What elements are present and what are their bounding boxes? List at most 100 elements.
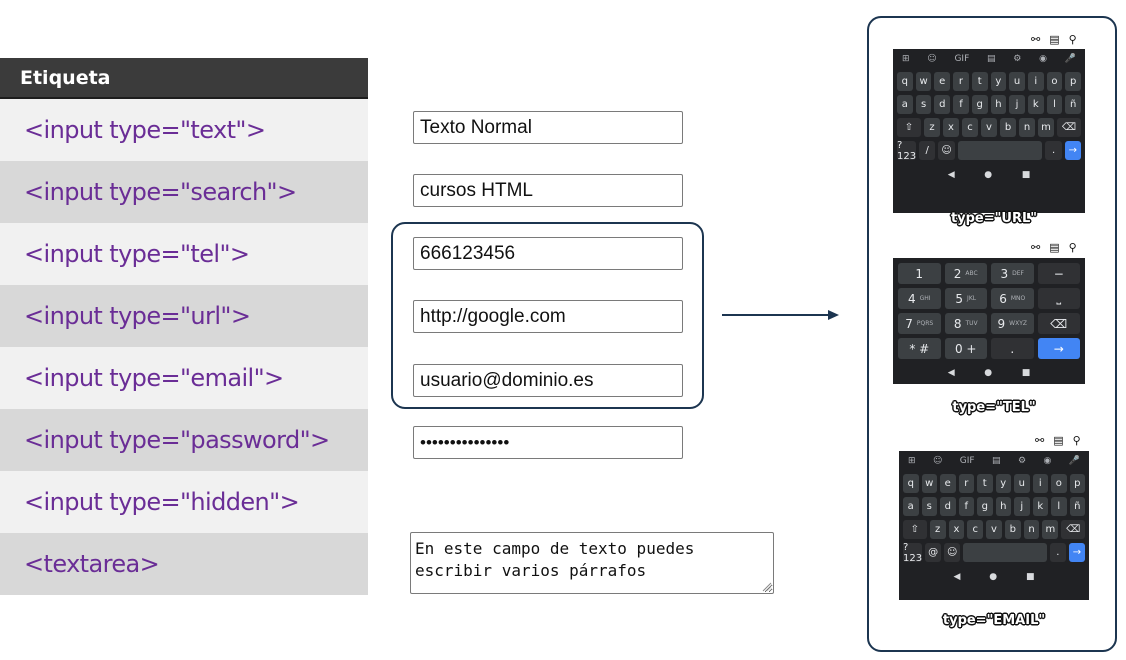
resize-handle-icon[interactable] <box>762 582 772 592</box>
key-s[interactable]: s <box>915 95 932 114</box>
key-r[interactable]: r <box>958 474 974 493</box>
key-o[interactable]: o <box>1051 474 1067 493</box>
key-ñ[interactable]: ñ <box>1065 95 1082 114</box>
key-c[interactable]: c <box>962 118 978 137</box>
key-.[interactable]: . <box>1049 543 1066 562</box>
key-?123[interactable]: ?123 <box>897 139 917 162</box>
keypad-key[interactable]: 1 <box>898 263 941 284</box>
key-?123[interactable]: ?123 <box>903 541 923 564</box>
key-m[interactable]: m <box>1042 520 1059 539</box>
key-j[interactable]: j <box>1009 95 1025 114</box>
key-j[interactable]: j <box>1014 497 1030 516</box>
text-input[interactable]: Texto Normal <box>413 111 683 144</box>
key-.[interactable]: . <box>1045 141 1062 160</box>
palette-icon[interactable]: ◉ <box>1039 53 1047 64</box>
key-k[interactable]: k <box>1027 95 1044 114</box>
gear-icon[interactable]: ⚙ <box>1017 455 1027 466</box>
key-n[interactable]: n <box>1019 118 1035 137</box>
key-a[interactable]: a <box>903 497 919 516</box>
key-y[interactable]: y <box>990 72 1007 91</box>
home-icon[interactable]: ● <box>984 368 993 378</box>
key-c[interactable]: c <box>967 520 984 539</box>
key-p[interactable]: p <box>1069 474 1085 493</box>
grid-icon[interactable]: ⊞ <box>908 455 916 466</box>
key-q[interactable]: q <box>903 474 919 493</box>
shift-key[interactable]: ⇧ <box>897 118 921 137</box>
key-l[interactable]: l <box>1046 95 1063 114</box>
key-z[interactable]: z <box>924 118 940 137</box>
home-icon[interactable]: ● <box>984 170 993 180</box>
key-q[interactable]: q <box>897 72 913 91</box>
search-input[interactable]: cursos HTML <box>413 174 683 207</box>
key-f[interactable]: f <box>953 95 969 114</box>
tel-input[interactable]: 666123456 <box>413 237 683 270</box>
key-d[interactable]: d <box>940 497 956 516</box>
keypad-key[interactable]: → <box>1037 338 1080 359</box>
key-k[interactable]: k <box>1032 497 1048 516</box>
key-g[interactable]: g <box>971 95 988 114</box>
key-b[interactable]: b <box>1000 118 1016 137</box>
url-input[interactable]: http://google.com <box>413 300 683 333</box>
key-w[interactable]: w <box>921 474 937 493</box>
gif-icon[interactable]: GIF <box>959 455 975 466</box>
key-b[interactable]: b <box>1004 520 1021 539</box>
shift-key[interactable]: ⇧ <box>903 520 927 539</box>
keypad-key[interactable]: ⎵ <box>1037 288 1080 309</box>
key-@[interactable]: @ <box>925 543 942 562</box>
key-z[interactable]: z <box>929 520 946 539</box>
key-x[interactable]: x <box>943 118 959 137</box>
key-p[interactable]: p <box>1065 72 1082 91</box>
key-t[interactable]: t <box>971 72 988 91</box>
palette-icon[interactable]: ◉ <box>1043 455 1052 466</box>
sticker-icon[interactable]: ☺ <box>927 53 937 64</box>
mic-icon[interactable]: 🎤 <box>1068 455 1080 466</box>
home-icon[interactable]: ● <box>989 572 998 582</box>
key-u[interactable]: u <box>1009 72 1025 91</box>
keypad-key[interactable]: − <box>1037 263 1080 284</box>
key-o[interactable]: o <box>1046 72 1063 91</box>
key-ñ[interactable]: ñ <box>1069 497 1085 516</box>
key-r[interactable]: r <box>953 72 969 91</box>
key-y[interactable]: y <box>995 474 1011 493</box>
enter-key[interactable]: → <box>1068 543 1085 562</box>
back-icon[interactable]: ◀ <box>947 170 955 180</box>
clipboard-icon[interactable]: ▤ <box>992 455 1001 466</box>
keypad-key[interactable]: ⌫ <box>1037 313 1080 334</box>
key-i[interactable]: i <box>1032 474 1048 493</box>
gear-icon[interactable]: ⚙ <box>1013 53 1022 64</box>
key-a[interactable]: a <box>897 95 913 114</box>
key-h[interactable]: h <box>990 95 1007 114</box>
back-icon[interactable]: ◀ <box>947 368 955 378</box>
key-e[interactable]: e <box>940 474 956 493</box>
key-☺[interactable]: ☺ <box>944 543 961 562</box>
key-t[interactable]: t <box>977 474 993 493</box>
gif-icon[interactable]: GIF <box>954 53 970 64</box>
enter-key[interactable]: → <box>1064 141 1082 160</box>
key-/[interactable]: / <box>919 141 936 160</box>
keypad-key[interactable]: 0 + <box>944 338 987 359</box>
key-g[interactable]: g <box>977 497 993 516</box>
backspace-key[interactable]: ⌫ <box>1057 118 1081 137</box>
password-input[interactable]: ••••••••••••••• <box>413 426 683 459</box>
clipboard-icon[interactable]: ▤ <box>987 53 996 64</box>
key-d[interactable]: d <box>934 95 951 114</box>
key-m[interactable]: m <box>1038 118 1054 137</box>
key-n[interactable]: n <box>1023 520 1040 539</box>
space-key[interactable] <box>963 543 1047 562</box>
backspace-key[interactable]: ⌫ <box>1061 520 1085 539</box>
recents-icon[interactable]: ■ <box>1021 368 1031 378</box>
grid-icon[interactable]: ⊞ <box>902 53 910 64</box>
keypad-key[interactable]: * # <box>898 338 941 359</box>
back-icon[interactable]: ◀ <box>953 572 961 582</box>
key-f[interactable]: f <box>958 497 974 516</box>
keypad-key[interactable]: . <box>991 338 1034 359</box>
key-u[interactable]: u <box>1014 474 1030 493</box>
key-v[interactable]: v <box>981 118 997 137</box>
